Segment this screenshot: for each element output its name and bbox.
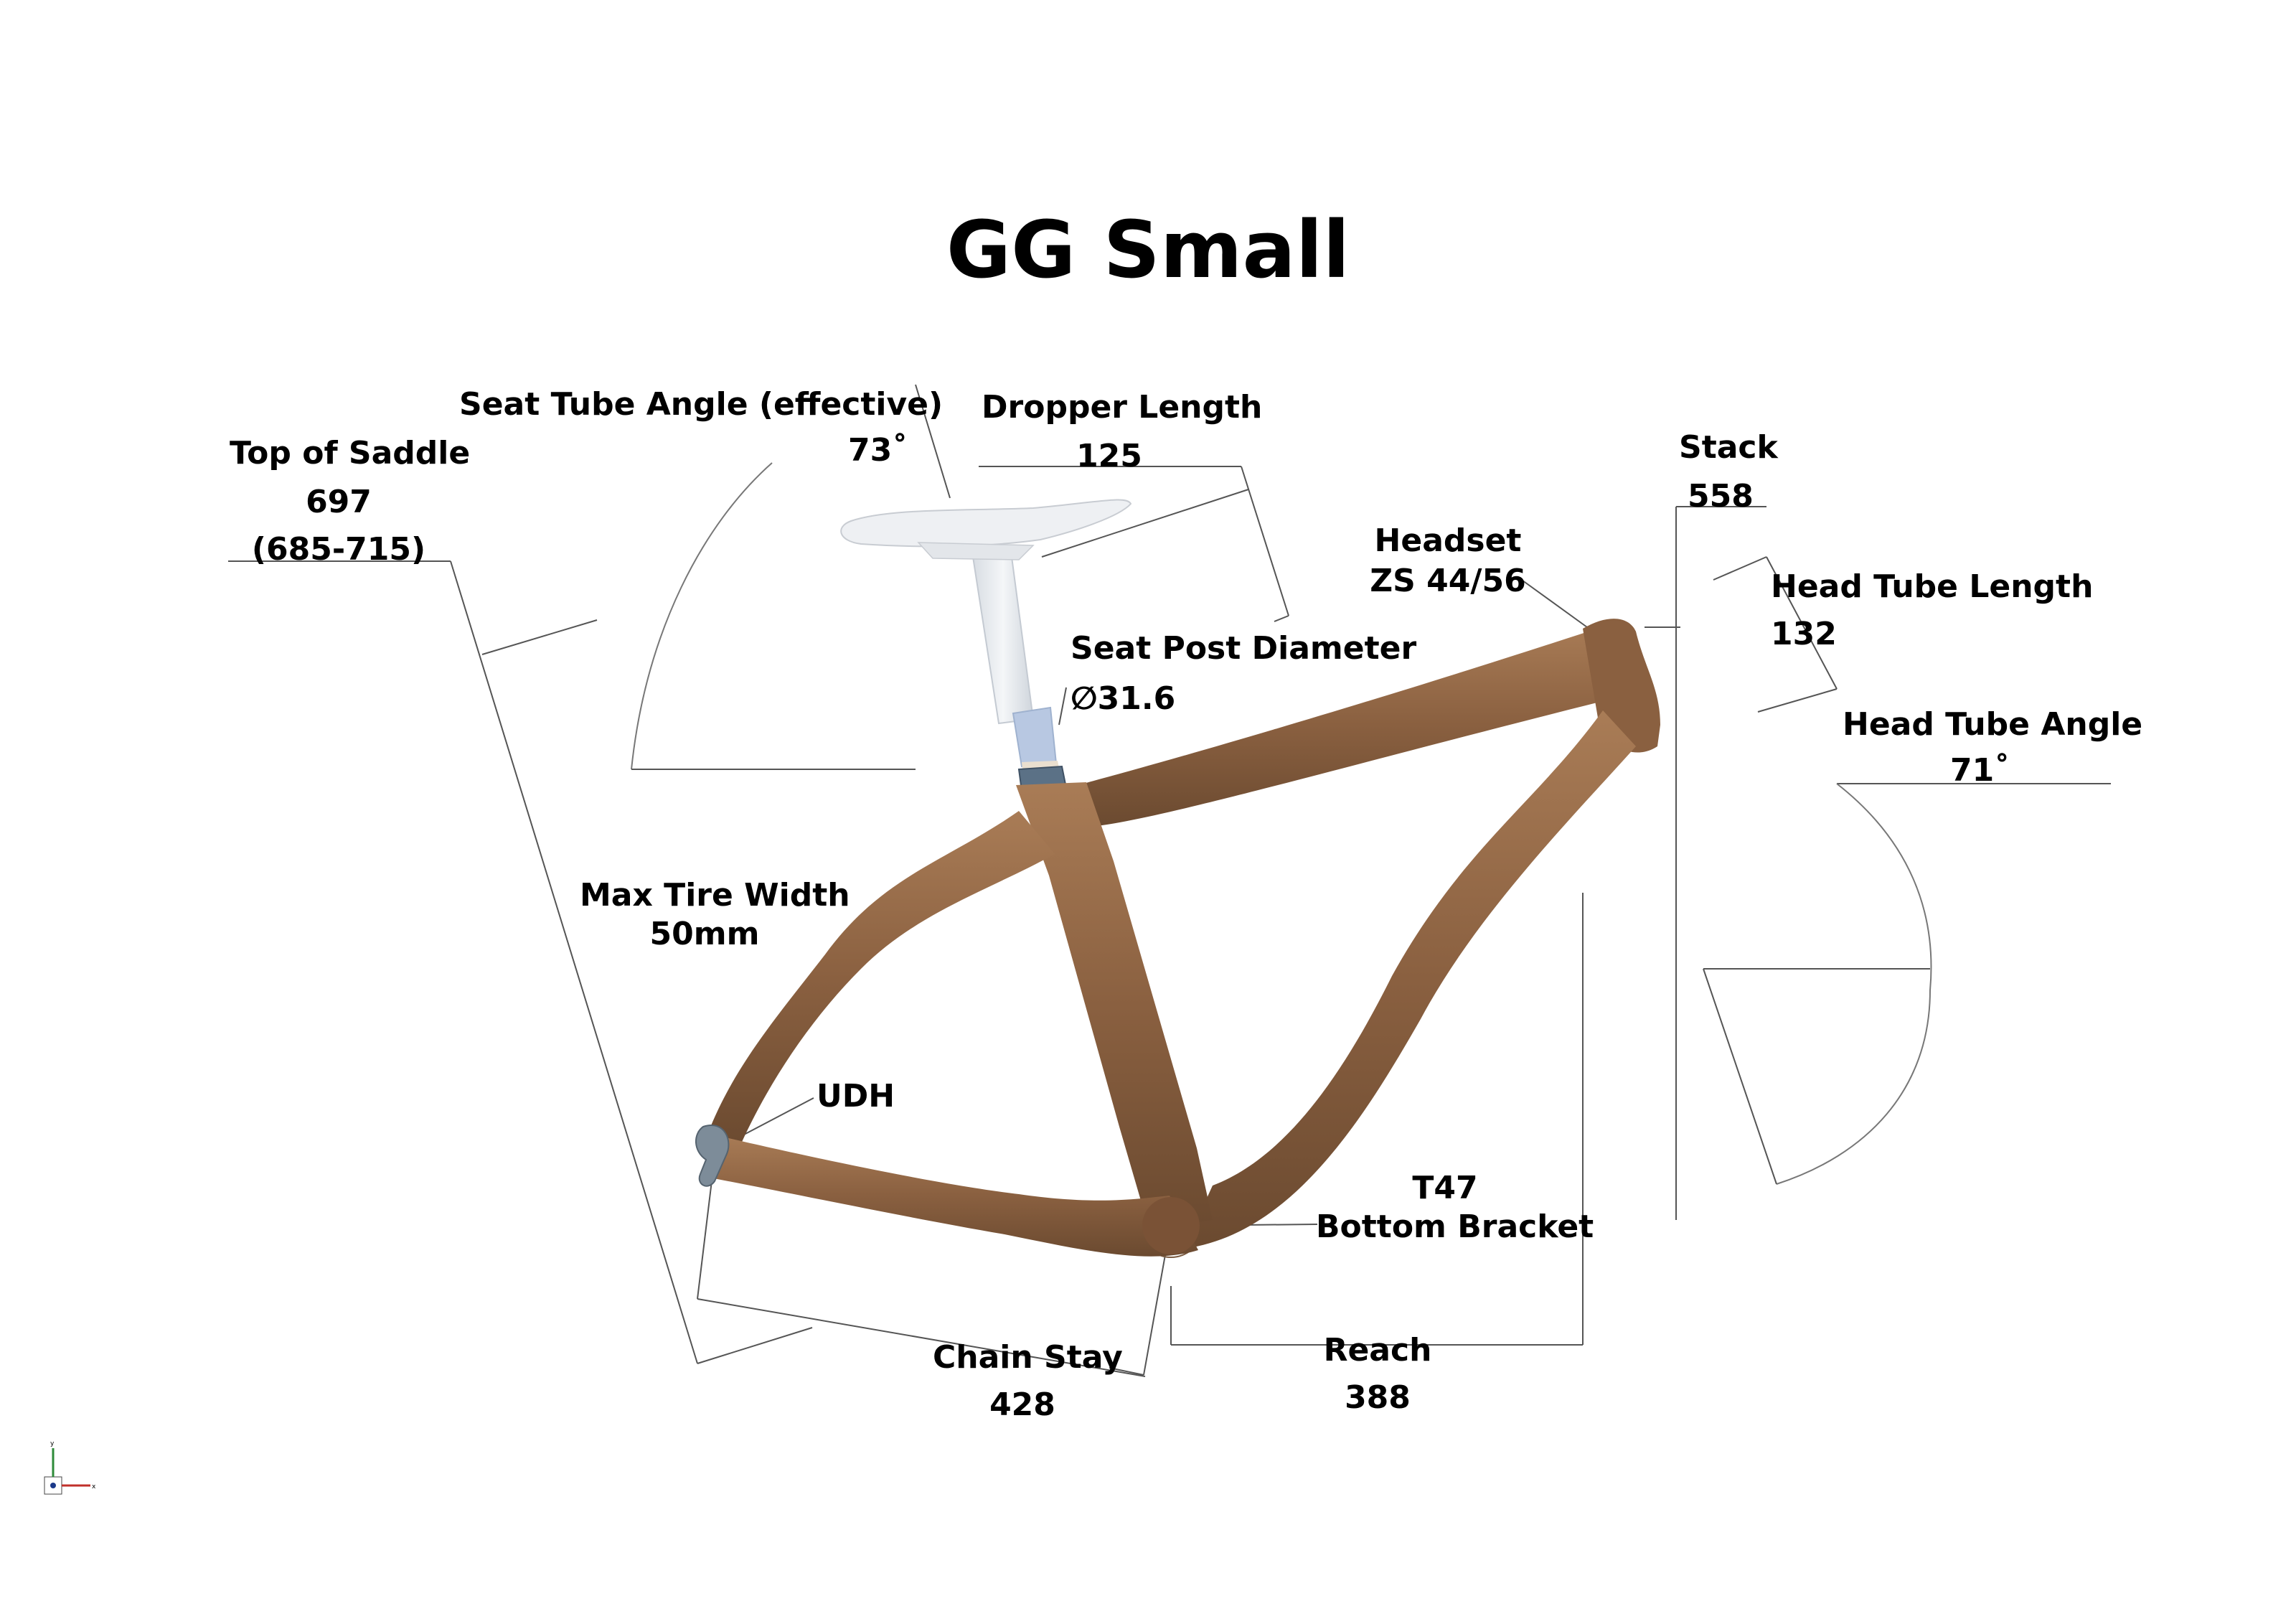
head-tube-angle-value: 71˚ (1950, 752, 2010, 789)
seat-tube-angle-arc (631, 384, 951, 770)
seat-post-diameter-value: ∅31.6 (1071, 680, 1176, 717)
dropper-length-value: 125 (1076, 438, 1142, 474)
seatpost-assembly (840, 499, 1132, 792)
dropper-length-dimension (979, 466, 1289, 622)
axis-triad: y x (44, 1440, 96, 1495)
max-tire-width-label: Max Tire Width (580, 877, 850, 914)
stack-value: 558 (1688, 478, 1754, 515)
headset-value: ZS 44/56 (1370, 563, 1526, 599)
top-of-saddle-dimension (228, 560, 813, 1364)
head-tube-angle-arc (1703, 783, 2111, 1185)
chain-stay-label: Chain Stay (933, 1339, 1123, 1376)
bike-frame (695, 619, 1660, 1257)
stack-dimension (1645, 506, 1766, 1220)
head-tube-length-dimension (1713, 556, 1838, 713)
reach-label: Reach (1323, 1332, 1432, 1369)
reach-value: 388 (1345, 1379, 1411, 1416)
seat-tube-angle-value: 73˚ (848, 432, 908, 469)
seat-post-diameter-label: Seat Post Diameter (1071, 630, 1417, 667)
headset-leader (1519, 578, 1588, 628)
seat-tube-angle-label: Seat Tube Angle (effective) (459, 386, 944, 423)
top-of-saddle-range: (685-715) (251, 531, 426, 568)
top-of-saddle-label: Top of Saddle (230, 435, 471, 471)
head-tube-length-value: 132 (1771, 616, 1837, 652)
udh-label: UDH (817, 1078, 895, 1114)
chain-stay-dimension (697, 1145, 1172, 1377)
head-tube-length-label: Head Tube Length (1771, 568, 2094, 605)
bottom-bracket-label: T47 (1412, 1170, 1478, 1206)
head-tube-angle-label: Head Tube Angle (1843, 706, 2143, 743)
stack-label: Stack (1679, 429, 1778, 466)
seat-post-diameter-leader (1058, 687, 1067, 726)
axis-x-label: x (92, 1483, 96, 1491)
headset-label: Headset (1374, 522, 1522, 559)
bottom-bracket-value: Bottom Bracket (1316, 1208, 1594, 1245)
chain-stay-value: 428 (989, 1386, 1055, 1423)
reach-dimension (1170, 893, 1584, 1346)
dropper-length-label: Dropper Length (982, 389, 1263, 426)
page-title: GG Small (946, 204, 1350, 296)
axis-y-label: y (50, 1440, 55, 1447)
max-tire-width-value: 50mm (649, 916, 760, 952)
top-of-saddle-value: 697 (306, 484, 372, 520)
